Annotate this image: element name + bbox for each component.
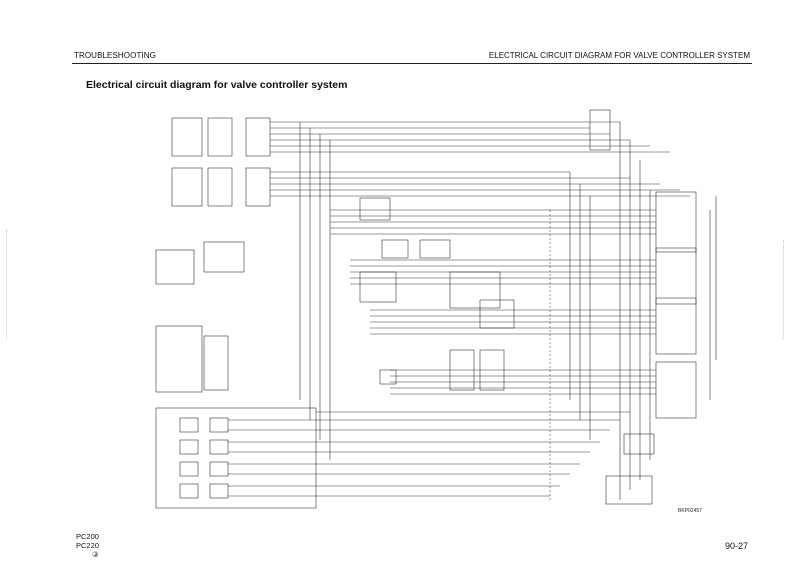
page-edge-mark-left — [6, 230, 13, 340]
page-title: Electrical circuit diagram for valve con… — [86, 79, 348, 91]
revision-mark: ③ — [92, 550, 99, 559]
connector-block — [245, 167, 271, 207]
connector-block — [171, 167, 203, 207]
model-label: PC220 — [76, 541, 99, 550]
footer-models: PC200 PC220 ③ — [76, 532, 99, 559]
model-label: PC200 — [76, 532, 99, 541]
page-number: 90-27 — [724, 541, 748, 551]
circuit-diagram: BKP02457 — [155, 109, 717, 514]
connector-block — [207, 117, 233, 157]
page-edge-mark-right — [777, 240, 784, 340]
header-section-label: TROUBLESHOOTING — [74, 51, 156, 60]
header-rule — [72, 63, 752, 64]
connector-block — [207, 167, 233, 207]
figure-code: BKP02457 — [678, 508, 702, 514]
connector-block — [245, 117, 271, 157]
header-document-title: ELECTRICAL CIRCUIT DIAGRAM FOR VALVE CON… — [488, 51, 750, 60]
connector-block — [171, 117, 203, 157]
